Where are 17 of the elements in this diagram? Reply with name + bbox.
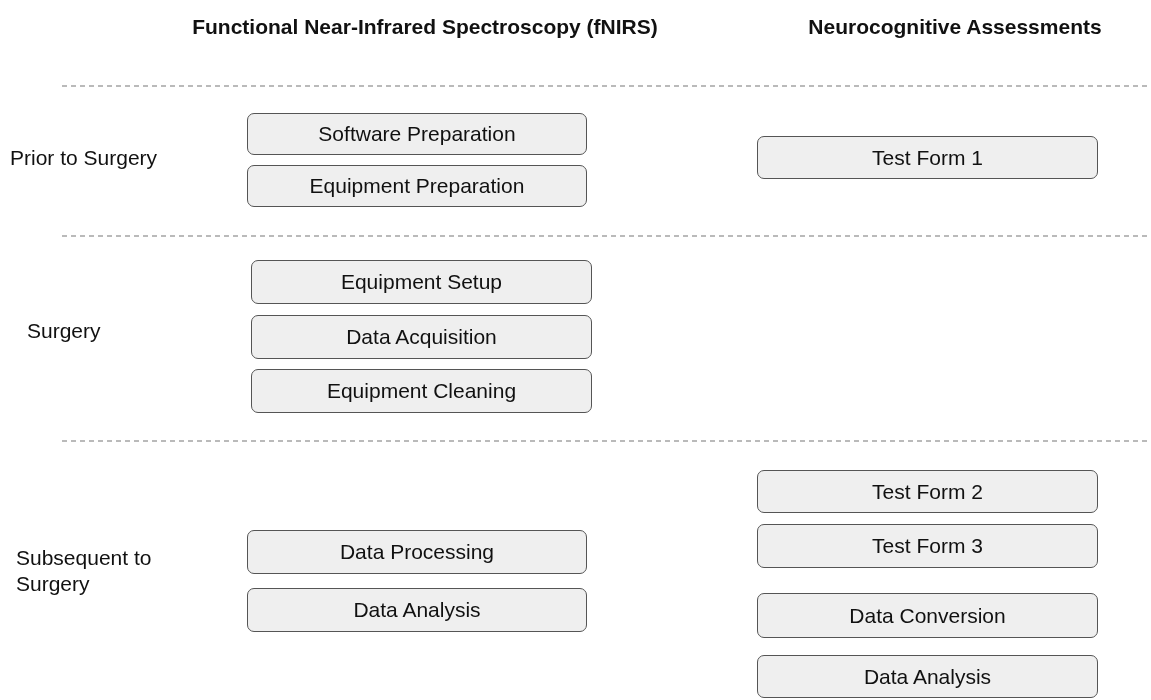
process-box: Test Form 3: [757, 524, 1098, 568]
process-box: Test Form 2: [757, 470, 1098, 513]
row-label: Surgery: [27, 318, 102, 344]
process-box: Data Processing: [247, 530, 587, 574]
process-box: Data Analysis: [757, 655, 1098, 698]
row-label: Prior to Surgery: [10, 145, 159, 171]
process-box: Data Analysis: [247, 588, 587, 632]
process-box: Equipment Cleaning: [251, 369, 592, 413]
process-box: Equipment Setup: [251, 260, 592, 304]
process-box: Data Conversion: [757, 593, 1098, 638]
process-box: Equipment Preparation: [247, 165, 587, 207]
process-box: Data Acquisition: [251, 315, 592, 359]
process-box: Software Preparation: [247, 113, 587, 155]
column-heading: Functional Near-Infrared Spectroscopy (fNIRS): [191, 14, 659, 40]
column-heading: Neurocognitive Assessments: [807, 14, 1103, 40]
row-label: Subsequent to Surgery: [16, 545, 153, 597]
process-box: Test Form 1: [757, 136, 1098, 179]
